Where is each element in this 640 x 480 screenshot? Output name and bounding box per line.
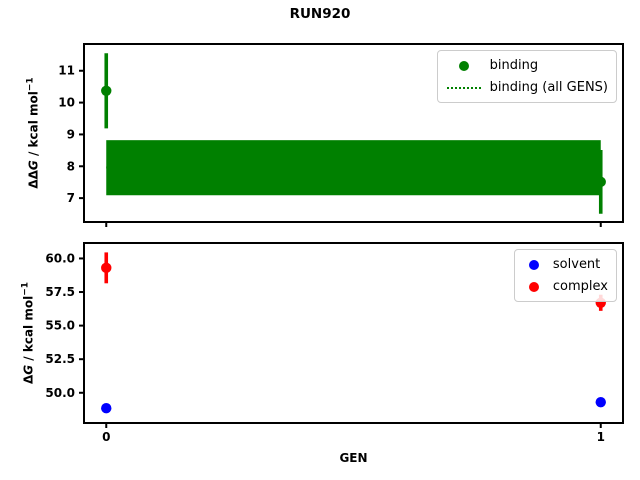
y-tick-label: 57.5 (45, 285, 75, 299)
y-tick-label: 11 (58, 64, 75, 78)
legend-label-binding-all-gens: binding (all GENS) (489, 80, 608, 95)
y-tick-label: 9 (67, 127, 75, 141)
legend-label-complex: complex (552, 279, 608, 294)
binding-marker (595, 176, 606, 188)
legend-icon-cell (523, 281, 545, 292)
x-tick-label: 0 (102, 430, 110, 444)
binding-marker (101, 85, 112, 97)
legend-label-solvent: solvent (552, 257, 601, 272)
bottom-ylabel-italic: G (21, 364, 36, 375)
legend-label-binding: binding (489, 58, 539, 73)
y-tick-label: 52.5 (45, 352, 75, 366)
binding-all-gens-dotted-line-icon (446, 86, 481, 89)
binding-dot-icon (458, 60, 469, 71)
legend-entry-solvent: solvent (523, 255, 608, 274)
bottom-ylabel: ΔG / kcal mol−1 (21, 282, 36, 384)
legend-entry-binding-all-gens: binding (all GENS) (446, 78, 608, 97)
y-tick-label: 7 (67, 191, 75, 205)
x-tick-label: 1 (597, 430, 605, 444)
solvent-dot-icon (528, 259, 539, 270)
legend-entry-binding: binding (446, 56, 608, 75)
bottom-legend: solvent complex (513, 249, 617, 302)
y-tick-label: 55.0 (45, 319, 75, 333)
axes-frame (83, 43, 624, 223)
bottom-ylabel-rest: / kcal mol (21, 295, 36, 365)
y-tick-label: 60.0 (45, 251, 75, 265)
top-ylabel-italic: G (26, 160, 41, 171)
top-ylabel-prefix: ΔΔ (26, 170, 41, 189)
top-ylabel: ΔΔG / kcal mol−1 (26, 77, 41, 188)
solvent-marker (101, 403, 112, 414)
top-ylabel-sup: −1 (25, 77, 36, 92)
bottom-ylabel-prefix: Δ (21, 374, 36, 385)
top-ylabel-rest: / kcal mol (26, 91, 41, 161)
x-axis-label: GEN (339, 451, 368, 465)
solvent-marker (595, 396, 606, 408)
legend-icon-cell (446, 60, 482, 71)
legend-icon-cell (446, 86, 482, 89)
top-legend: binding binding (all GENS) (436, 50, 617, 103)
complex-marker (101, 262, 112, 274)
figure-title: RUN920 (289, 6, 351, 22)
legend-icon-cell (523, 259, 545, 270)
uncertainty-band (106, 140, 601, 196)
legend-entry-complex: complex (523, 277, 608, 296)
complex-dot-icon (528, 281, 539, 292)
bottom-ylabel-sup: −1 (20, 281, 31, 296)
y-tick-label: 50.0 (45, 386, 75, 400)
y-tick-label: 10 (58, 96, 75, 110)
y-tick-label: 8 (67, 159, 75, 173)
axes-frame (83, 242, 624, 424)
